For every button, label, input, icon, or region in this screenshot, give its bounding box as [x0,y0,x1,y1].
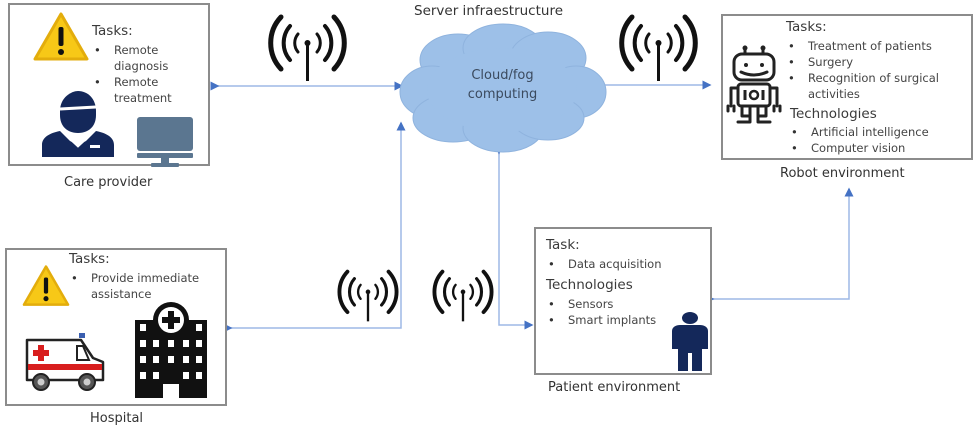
connector-patient-robot [705,187,854,304]
hospital-tasks-heading: Tasks: [69,251,110,267]
robot-tasks-list: Treatment of patients Surgery Recognitio… [786,38,971,102]
robot-environment-caption: Robot environment [780,166,905,181]
monitor-icon [137,117,193,167]
patient-environment-caption: Patient environment [548,380,681,395]
patient-tasks-list: Data acquisition [546,256,706,272]
robot-environment-box: Tasks: Treatment of patients Surgery Rec… [721,14,973,160]
robot-icon [726,45,782,124]
robot-technologies-heading: Technologies [790,106,877,122]
wireless-antenna-icon [268,14,347,81]
connector-hospital-cloud [223,121,406,333]
task-item: Remote treatment [92,74,202,106]
wireless-antenna-icon [432,269,494,322]
technology-item: Artificial intelligence [789,124,969,140]
hospital-caption: Hospital [90,411,144,426]
hospital-box: Tasks: Provide immediate assistance [5,248,227,406]
hospital-tasks-list: Provide immediate assistance [69,270,219,302]
patient-tasks-heading: Task: [546,237,580,253]
cloud-label: Cloud/fog computing [440,66,565,104]
wireless-antenna-icon [619,14,698,81]
technology-item: Computer vision [789,140,969,156]
patient-technologies-list: Sensors Smart implants [546,296,706,328]
server-infrastructure-title: Server infraestructure [414,3,564,19]
cloud-icon [399,23,607,153]
connector-patient-cloud [494,145,534,330]
care-provider-box: Tasks: Remote diagnosis Remote treatment [8,3,210,167]
hospital-building-icon [135,302,207,398]
cloud-label-line2: computing [467,87,538,102]
task-item: Remote diagnosis [92,42,202,74]
robot-tasks-heading: Tasks: [786,19,827,35]
care-provider-tasks-list: Remote diagnosis Remote treatment [92,42,202,106]
task-item: Treatment of patients [786,38,971,54]
doctor-icon [42,91,114,157]
patient-environment-box: Task: Data acquisition Technologies Sens… [534,227,712,375]
care-provider-tasks-heading: Tasks: [92,23,133,39]
robot-technologies-list: Artificial intelligence Computer vision [789,124,969,156]
task-item: Recognition of surgical activities [786,70,971,102]
task-item: Surgery [786,54,971,70]
wireless-antenna-icon [337,269,399,322]
technology-item: Sensors [546,296,706,312]
cloud-label-line1: Cloud/fog [471,68,534,83]
task-item: Data acquisition [546,256,706,272]
task-item: Provide immediate assistance [69,270,219,302]
patient-technologies-heading: Technologies [546,277,633,293]
ambulance-icon [25,333,105,391]
warning-icon [22,265,70,306]
patient-icon [672,312,708,371]
care-provider-caption: Care provider [64,175,153,190]
technology-item: Smart implants [546,312,706,328]
warning-icon [33,12,89,61]
